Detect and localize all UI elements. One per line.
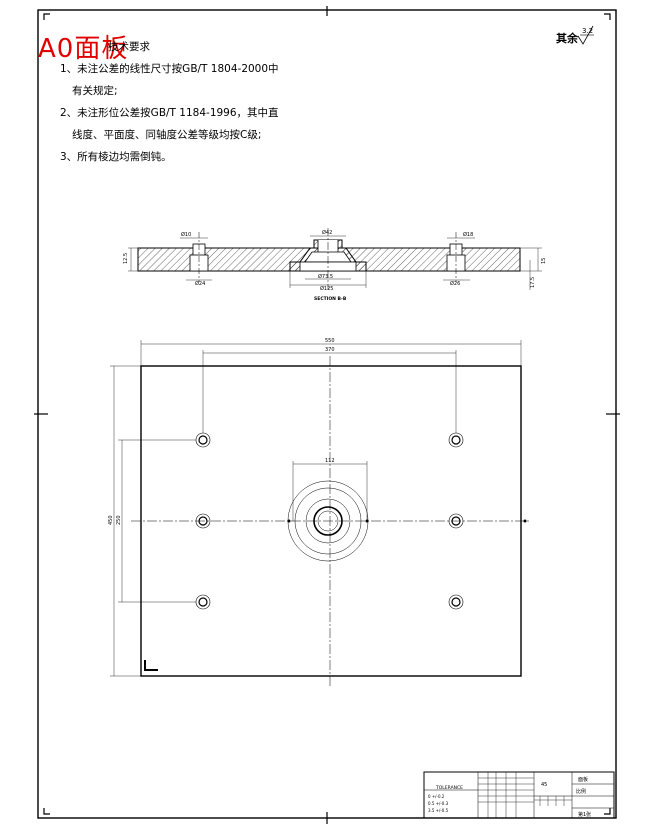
roughness-label: 其余 bbox=[556, 32, 578, 45]
material: 45 bbox=[541, 782, 547, 788]
dim-height-overall: 450 bbox=[108, 515, 114, 525]
dim-bottom-left-hole: Ø24 bbox=[195, 280, 205, 287]
sheet-border bbox=[34, 6, 620, 824]
tol-row-3: 3.5 +/-0.5 bbox=[428, 808, 449, 813]
section-label: SECTION B-B bbox=[314, 296, 347, 302]
note-line-1b: 有关规定; bbox=[72, 85, 118, 97]
notes-title: 技术要求 bbox=[108, 41, 150, 53]
scale-label: 比例 bbox=[576, 788, 586, 795]
dim-center-top: Ø42 bbox=[322, 229, 332, 236]
note-line-3: 3、所有棱边均需倒钝。 bbox=[60, 151, 172, 163]
dim-height-holes: 250 bbox=[116, 515, 122, 525]
hole-mid-right bbox=[448, 513, 464, 529]
note-line-2: 2、未注形位公差按GB/T 1184-1996，其中直 bbox=[60, 107, 279, 119]
section-view: Ø10 Ø18 Ø42 Ø24 Ø26 Ø73.5 Ø125 12.5 15 1… bbox=[123, 228, 547, 302]
hole-mid-left bbox=[195, 513, 211, 529]
tol-row-1: 0 +/-0.2 bbox=[428, 794, 445, 799]
sheet-number: 第1张 bbox=[578, 811, 591, 818]
dim-width-overall: 550 bbox=[325, 338, 335, 344]
dim-center-outer: Ø125 bbox=[320, 285, 333, 292]
plan-view: 550 370 112 450 250 bbox=[108, 338, 531, 686]
dim-center-inner: Ø73.5 bbox=[318, 273, 333, 280]
dim-bottom-right-hole: Ø26 bbox=[450, 280, 460, 287]
dim-right-height: 15 bbox=[541, 258, 547, 264]
hole-bottom-right bbox=[448, 594, 464, 610]
dim-width-holes: 370 bbox=[325, 347, 335, 353]
roughness-check-icon bbox=[577, 25, 594, 45]
watermark-label: A0面板 bbox=[38, 34, 129, 64]
hole-top-right bbox=[448, 432, 464, 448]
dim-right-height-b: 17.5 bbox=[530, 277, 536, 288]
technical-notes: 技术要求 1、未注公差的线性尺寸按GB/T 1804-2000中 有关规定; 2… bbox=[60, 36, 279, 168]
dim-top-left-hole: Ø10 bbox=[181, 231, 191, 238]
drawing-name: 面板 bbox=[578, 776, 588, 783]
tol-row-2: 0.5 +/-0.3 bbox=[428, 801, 449, 806]
dim-left-height: 12.5 bbox=[123, 253, 129, 264]
dim-center: 112 bbox=[325, 458, 335, 464]
tolerance-header: TOLERANCE bbox=[435, 785, 463, 791]
note-line-2b: 线度、平面度、同轴度公差等级均按C级; bbox=[72, 129, 262, 141]
hole-bottom-left bbox=[195, 594, 211, 610]
roughness-value: 3.2 bbox=[582, 27, 594, 35]
dim-top-right-hole: Ø18 bbox=[463, 231, 473, 238]
title-block: TOLERANCE 0 +/-0.2 0.5 +/-0.3 3.5 +/-0.5… bbox=[423, 771, 615, 819]
note-line-1: 1、未注公差的线性尺寸按GB/T 1804-2000中 bbox=[60, 63, 279, 75]
hole-top-left bbox=[195, 432, 211, 448]
